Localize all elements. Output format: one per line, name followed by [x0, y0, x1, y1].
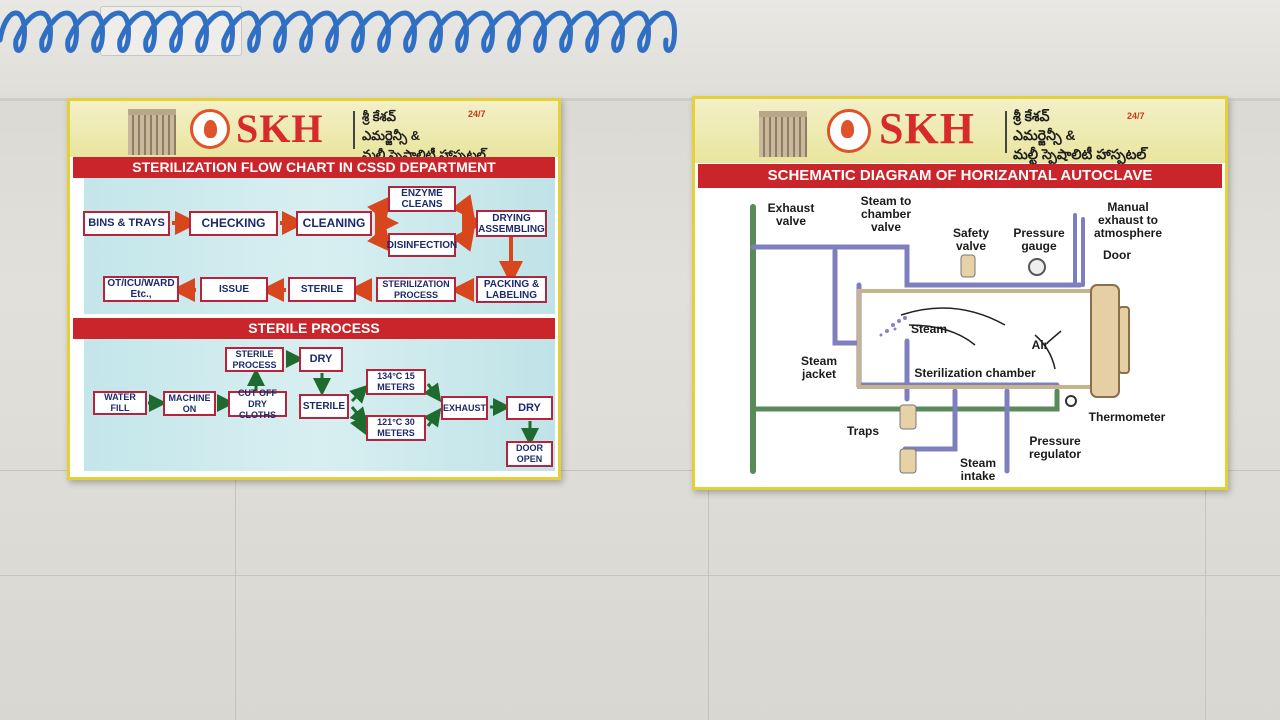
poster-header: SKH శ్రీ కేశవ్ ఎమర్జెన్సీ & మల్టీ స్పెషా…	[70, 101, 558, 162]
label-manual-exhaust: Manual exhaust to atmosphere	[1093, 200, 1163, 240]
flow-box-cleaning: CLEANING	[296, 211, 372, 236]
label-safety-valve: Safety valve	[952, 226, 990, 253]
hospital-logo	[827, 109, 871, 153]
flow-box-sterilization-process: STERILIZATION PROCESS	[376, 277, 456, 302]
label-steam-to-chamber-valve: Steam to chamber valve	[860, 194, 912, 234]
process-box-dry-final: DRY	[506, 396, 553, 420]
label-steam-jacket: Steam jacket	[800, 354, 838, 381]
hospital-name-telugu: శ్రీ కేశవ్ ఎమర్జెన్సీ & మల్టీ స్పెషాలిటీ…	[1013, 108, 1147, 162]
process-box-121c: 121°C 30 METERS	[366, 415, 426, 441]
247-badge: 24/7	[1127, 111, 1145, 121]
label-pressure-regulator: Pressure regulator	[1028, 434, 1081, 461]
process-box-cut-off-dry-cloths: CUT OFF DRY CLOTHS	[228, 388, 287, 420]
hospital-logo	[190, 109, 230, 149]
flow-box-disinfection: DISINFECTION	[387, 233, 457, 257]
hospital-building-image	[759, 111, 807, 157]
247-badge: 24/7	[468, 109, 486, 119]
header-divider	[353, 111, 355, 149]
label-air: Air	[1031, 338, 1049, 352]
process-box-water-fill: WATER FILL	[93, 391, 147, 415]
wall-seam	[708, 480, 709, 720]
flow-box-issue: ISSUE	[200, 277, 268, 302]
flow-box-bins-trays: BINS & TRAYS	[83, 211, 170, 236]
process-box-sterile-process: STERILE PROCESS	[225, 347, 284, 372]
autoclave-schematic	[750, 204, 1130, 474]
process-box-machine-on: MACHINE ON	[163, 391, 216, 416]
label-thermometer: Thermometer	[1088, 410, 1166, 424]
autoclave-door	[1090, 284, 1120, 398]
sterilization-flow-poster: SKH శ్రీ కేశవ్ ఎమర్జెన్సీ & మల్టీ స్పెషా…	[67, 98, 561, 480]
wall-seam	[1205, 480, 1206, 720]
hospital-building-image	[128, 109, 176, 155]
brand-name: SKH	[236, 106, 324, 151]
process-box-sterile: STERILE	[299, 394, 349, 419]
label-traps: Traps	[846, 424, 879, 438]
process-box-exhaust: EXHAUST	[441, 396, 488, 420]
wall-seam	[235, 470, 236, 720]
flowchart-title: STERILIZATION FLOW CHART IN CSSD DEPARTM…	[73, 157, 555, 178]
label-sterilization-chamber: Sterilization chamber	[914, 366, 1036, 380]
autoclave-title: SCHEMATIC DIAGRAM OF HORIZANTAL AUTOCLAV…	[698, 164, 1222, 188]
flow-box-ot-icu-ward: OT/ICU/WARD Etc.,	[103, 276, 179, 302]
flow-box-packing-labeling: PACKING & LABELING	[476, 276, 547, 303]
autoclave-diagram-poster: SKH శ్రీ కేశవ్ ఎమర్జెన్సీ & మల్టీ స్పెషా…	[692, 96, 1228, 490]
wall-seam	[0, 470, 1280, 471]
label-steam: Steam	[910, 322, 948, 336]
flow-box-drying-assembling: DRYING ASSEMBLING	[476, 210, 547, 237]
header-divider	[1005, 111, 1007, 153]
coiled-air-hose	[0, 10, 677, 53]
label-pressure-gauge: Pressure gauge	[1013, 226, 1065, 253]
flow-box-sterile: STERILE	[288, 277, 356, 302]
label-steam-intake: Steam intake	[959, 456, 997, 483]
poster-header: SKH శ్రీ కేశవ్ ఎమర్జెన్సీ & మల్టీ స్పెషా…	[695, 99, 1225, 163]
flow-arrows	[148, 194, 539, 446]
wall-seam	[0, 575, 1280, 576]
label-exhaust-valve: Exhaust valve	[767, 201, 815, 228]
label-door: Door	[1103, 248, 1131, 262]
process-box-dry: DRY	[299, 347, 343, 372]
flow-box-enzyme-cleans: ENZYME CLEANS	[388, 186, 456, 212]
brand-name: SKH	[879, 104, 975, 153]
process-box-door-open: DOOR OPEN	[506, 441, 553, 467]
sterile-process-title: STERILE PROCESS	[73, 318, 555, 339]
flow-box-checking: CHECKING	[189, 211, 278, 236]
process-box-134c: 134°C 15 METERS	[366, 369, 426, 395]
